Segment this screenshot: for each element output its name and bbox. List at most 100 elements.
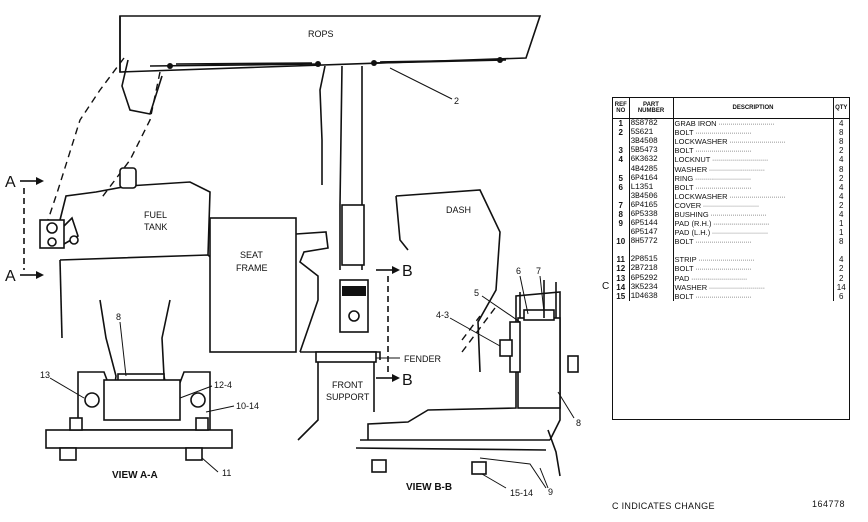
front-support-label-2: SUPPORT <box>326 392 370 402</box>
description-cell: BOLT ···························· <box>673 237 834 247</box>
ref-cell: 8 <box>613 209 630 220</box>
part-number-cell: 6P5147 <box>629 228 674 238</box>
description-text: WASHER <box>674 282 708 292</box>
ref-cell: 12 <box>613 264 630 274</box>
callout-9: 9 <box>548 487 553 497</box>
part-number-cell: 6P4164 <box>629 173 674 183</box>
description-cell: BOLT ···························· <box>673 291 834 301</box>
ref-cell: 3 <box>613 146 630 156</box>
qty-cell: 2 <box>839 146 844 156</box>
callout-10-14: 10-14 <box>236 401 259 411</box>
part-number-cell: 4B4285 <box>629 164 674 174</box>
ref-cell <box>613 191 630 201</box>
description-cell: COVER ···························· <box>673 200 834 210</box>
leader-11 <box>201 457 219 473</box>
description-cell: PAD (L.H.) ···························· <box>673 228 834 238</box>
description-cell: BOLT ···························· <box>673 264 834 274</box>
description-cell: GRAB IRON ···························· <box>673 118 834 129</box>
leader-12-4 <box>179 385 213 399</box>
description-text: BOLT <box>674 146 694 156</box>
description-cell: BOLT ···························· <box>673 128 834 138</box>
callout-11: 11 <box>222 468 231 478</box>
description-text: LOCKNUT <box>674 155 711 165</box>
description-text: PAD (L.H.) <box>674 228 711 238</box>
part-number-cell: L1351 <box>629 182 674 192</box>
header-ref-no: REF NO <box>613 98 630 119</box>
description-cell: LOCKWASHER ···························· <box>673 191 834 201</box>
ref-cell: 2 <box>613 128 630 138</box>
qty-cell: 4 <box>839 191 844 201</box>
part-number-cell: 3B4508 <box>629 137 674 147</box>
rops-brace <box>121 59 163 115</box>
leader-dots: ···························· <box>693 291 752 301</box>
description-cell <box>673 246 834 256</box>
description-text: BOLT <box>674 182 694 192</box>
callout-6: 6 <box>516 266 521 276</box>
part-number-cell: 8S8782 <box>629 118 674 129</box>
qty-cell: 4 <box>839 209 844 219</box>
ref-cell: 1 <box>613 118 630 129</box>
parts-table-header: REF NO PART NUMBER DESCRIPTION QTY <box>613 98 849 119</box>
leader-dots: ···························· <box>693 237 752 247</box>
change-footnote: C INDICATES CHANGE <box>612 501 715 511</box>
description-text: LOCKWASHER <box>674 137 728 147</box>
fender-label: FENDER <box>404 354 442 364</box>
leader-9 <box>539 467 549 489</box>
section-a-bottom: A <box>5 268 16 285</box>
leader-dots: ···························· <box>696 255 755 265</box>
rops-canopy <box>119 15 542 73</box>
ref-cell <box>613 246 630 256</box>
description-text: COVER <box>674 200 702 210</box>
fuel-tank <box>59 167 217 339</box>
ref-cell: 14 <box>613 282 630 292</box>
section-b-top: B <box>402 263 413 280</box>
qty-cell: 2 <box>839 273 844 283</box>
description-text: BUSHING <box>674 209 709 219</box>
callout-2: 2 <box>454 96 459 106</box>
description-text: BOLT <box>674 291 694 301</box>
view-a-assembly <box>45 299 233 461</box>
qty-cell: 8 <box>839 137 844 147</box>
description-cell: WASHER ···························· <box>673 164 834 174</box>
ref-cell <box>613 228 630 238</box>
part-number-cell: 6P4165 <box>629 200 674 210</box>
description-text: BOLT <box>674 264 694 274</box>
description-cell: STRIP ···························· <box>673 255 834 265</box>
qty-cell: 6 <box>839 291 844 301</box>
section-a-marker <box>20 177 44 279</box>
leader-dots: ···························· <box>693 264 752 274</box>
callout-12-4: 12-4 <box>214 380 232 390</box>
view-b-assembly <box>355 280 579 489</box>
section-b-marker <box>376 266 400 382</box>
part-number-cell: 5S621 <box>629 128 674 138</box>
description-text: BOLT <box>674 237 694 247</box>
leader-dots: ···························· <box>707 164 765 174</box>
rops-posts <box>319 65 369 333</box>
ref-cell: 6 <box>613 182 630 192</box>
section-b-bottom: B <box>402 372 413 389</box>
header-qty: QTY <box>833 98 849 119</box>
ref-cell: 10 <box>613 237 630 247</box>
front-support-label-1: FRONT <box>332 380 363 390</box>
ref-cell: 13 <box>613 273 630 283</box>
part-number-cell <box>629 246 674 256</box>
qty-cell: 8 <box>839 164 844 174</box>
leader-4-3 <box>449 317 501 347</box>
leader-15-14 <box>481 473 507 489</box>
qty-cell: 8 <box>839 237 844 247</box>
part-number-cell: 8H5772 <box>629 237 674 247</box>
leader-6 <box>519 275 529 315</box>
leader-dots: ···························· <box>716 119 775 129</box>
callout-13: 13 <box>40 370 50 380</box>
description-cell: RING ···························· <box>673 173 834 183</box>
